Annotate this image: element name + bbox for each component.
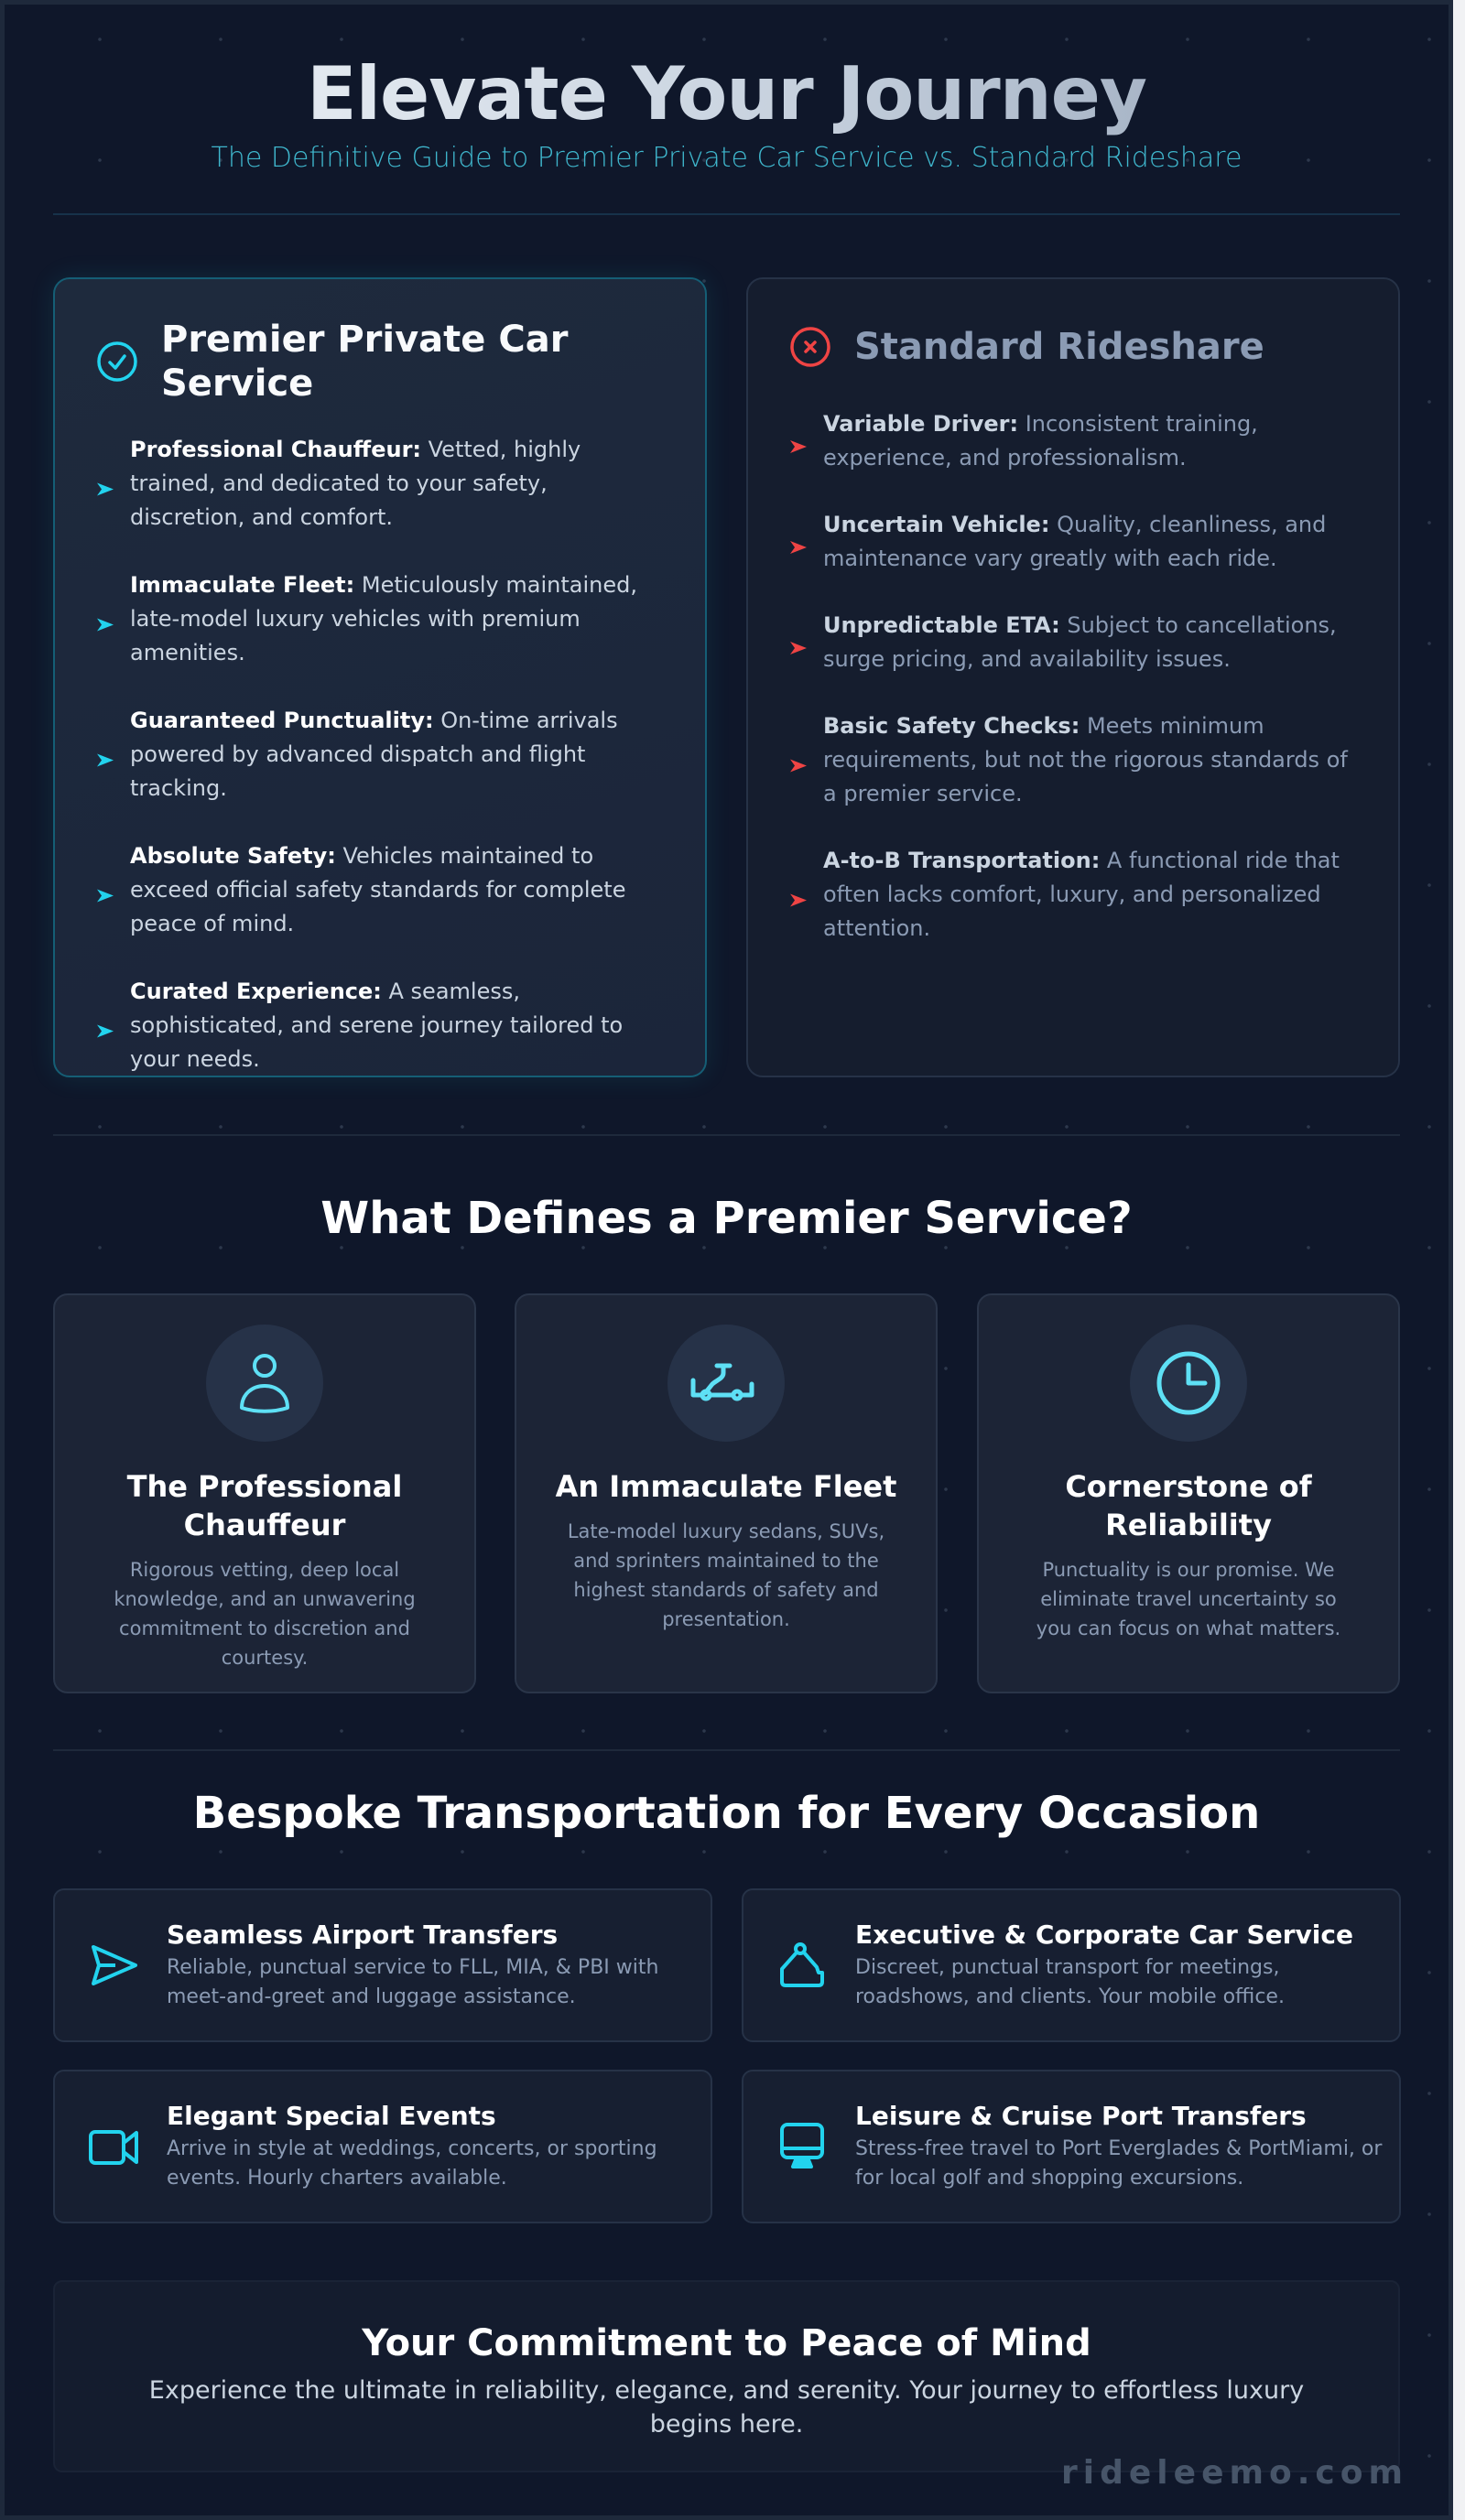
benefit-label: Absolute Safety:	[130, 843, 336, 869]
arrow-bullet-icon	[790, 893, 807, 907]
premier-benefits-list: Professional Chauffeur: Vetted, highly t…	[95, 433, 665, 1076]
arrow-bullet-icon	[790, 541, 807, 554]
list-item: Basic Safety Checks: Meets minimum requi…	[788, 709, 1358, 811]
list-item: Uncertain Vehicle: Quality, cleanliness,…	[788, 508, 1358, 576]
arrow-bullet-icon	[790, 440, 807, 453]
arrow-bullet-icon	[97, 1024, 114, 1038]
benefit-text: Meticulously maintained, late-model luxu…	[130, 572, 637, 665]
drawback-text: Subject to cancellations, surge pricing,…	[823, 612, 1337, 672]
feature-description: Punctuality is our promise. We eliminate…	[1036, 1559, 1341, 1639]
brand-watermark: rideleemo.com	[1061, 2454, 1408, 2492]
standard-title: Standard Rideshare	[854, 326, 1264, 368]
commitment-banner: Your Commitment to Peace of Mind Experie…	[53, 2280, 1400, 2472]
section-divider	[53, 1749, 1400, 1751]
benefit-text: On-time arrivals powered by advanced dis…	[130, 708, 618, 801]
service-card-corporate: Executive & Corporate Car Service Discre…	[742, 1888, 1401, 2042]
list-item: Variable Driver: Inconsistent training, …	[788, 407, 1358, 475]
section-divider	[53, 1134, 1400, 1136]
send-icon	[92, 1945, 137, 1985]
list-item: Absolute Safety: Vehicles maintained to …	[95, 839, 665, 941]
drawback-text: A functional ride that often lacks comfo…	[823, 848, 1340, 941]
commitment-text: Experience the ultimate in reliability, …	[148, 2376, 1305, 2439]
feature-title: Cornerstone of Reliability	[1065, 1469, 1312, 1542]
service-description: Stress-free travel to Port Everglades & …	[855, 2137, 1383, 2190]
benefit-text: Vetted, highly trained, and dedicated to…	[130, 437, 581, 530]
arrow-bullet-icon	[790, 759, 807, 773]
drawback-label: Uncertain Vehicle:	[823, 512, 1050, 537]
standard-drawbacks-list: Variable Driver: Inconsistent training, …	[788, 407, 1358, 946]
user-icon	[240, 1354, 289, 1413]
briefcase-icon	[780, 1942, 824, 1987]
video-icon	[89, 2130, 138, 2165]
clock-icon	[1156, 1351, 1221, 1415]
arrow-bullet-icon	[790, 642, 807, 654]
feature-description: Late-model luxury sedans, SUVs, and spri…	[567, 1520, 885, 1630]
drawback-text: Inconsistent training, experience, and p…	[823, 411, 1258, 470]
page-subtitle: The Definitive Guide to Premier Private …	[211, 142, 1243, 174]
feature-title: The Professional Chauffeur	[126, 1469, 403, 1542]
benefit-text: Vehicles maintained to exceed official s…	[130, 843, 626, 936]
list-item: A-to-B Transportation: A functional ride…	[788, 844, 1358, 946]
monitor-icon	[780, 2123, 824, 2168]
premier-service-card: Premier Private Car Service Professional…	[53, 277, 707, 1077]
service-title: Leisure & Cruise Port Transfers	[855, 2101, 1307, 2131]
list-item: Immaculate Fleet: Meticulously maintaine…	[95, 568, 665, 670]
feature-card-chauffeur: The Professional Chauffeur Rigorous vett…	[53, 1293, 476, 1693]
feature-card-fleet: An Immaculate Fleet Late-model luxury se…	[515, 1293, 938, 1693]
drawback-text: Meets minimum requirements, but not the …	[823, 713, 1348, 806]
service-card-events: Elegant Special Events Arrive in style a…	[53, 2070, 712, 2223]
service-description: Discreet, punctual transport for meeting…	[855, 1956, 1285, 2008]
check-circle-icon	[97, 341, 137, 382]
arrow-bullet-icon	[97, 753, 114, 767]
arrow-bullet-icon	[97, 889, 114, 903]
defines-section-title: What Defines a Premier Service?	[320, 1193, 1133, 1244]
commitment-title: Your Commitment to Peace of Mind	[362, 2322, 1091, 2364]
drawback-label: Unpredictable ETA:	[823, 612, 1060, 638]
drawback-label: A-to-B Transportation:	[823, 848, 1101, 873]
vehicle-icon	[690, 1363, 754, 1401]
list-item: Professional Chauffeur: Vetted, highly t…	[95, 433, 665, 535]
feature-title: An Immaculate Fleet	[555, 1469, 897, 1504]
arrow-bullet-icon	[97, 618, 114, 632]
service-title: Seamless Airport Transfers	[167, 1920, 559, 1950]
benefit-label: Curated Experience:	[130, 979, 382, 1004]
standard-rideshare-card: Standard Rideshare Variable Driver: Inco…	[746, 277, 1400, 1077]
list-item: Unpredictable ETA: Subject to cancellati…	[788, 609, 1358, 676]
premier-title: Premier Private Car Service	[161, 319, 569, 405]
x-circle-icon	[790, 327, 830, 367]
list-item: Curated Experience: A seamless, sophisti…	[95, 975, 665, 1076]
drawback-text: Quality, cleanliness, and maintenance va…	[823, 512, 1327, 571]
drawback-label: Variable Driver:	[823, 411, 1019, 437]
drawback-label: Basic Safety Checks:	[823, 713, 1080, 739]
benefit-label: Immaculate Fleet:	[130, 572, 355, 598]
header-divider	[53, 213, 1400, 215]
benefit-text: A seamless, sophisticated, and serene jo…	[130, 979, 624, 1072]
service-card-airport: Seamless Airport Transfers Reliable, pun…	[53, 1888, 712, 2042]
benefit-label: Guaranteed Punctuality:	[130, 708, 434, 733]
arrow-bullet-icon	[97, 482, 114, 496]
occasions-section-title: Bespoke Transportation for Every Occasio…	[192, 1788, 1261, 1839]
service-description: Reliable, punctual service to FLL, MIA, …	[167, 1956, 659, 2008]
feature-description: Rigorous vetting, deep local knowledge, …	[114, 1559, 416, 1669]
service-description: Arrive in style at weddings, concerts, o…	[167, 2137, 657, 2190]
benefit-label: Professional Chauffeur:	[130, 437, 421, 462]
list-item: Guaranteed Punctuality: On-time arrivals…	[95, 704, 665, 806]
page-title: Elevate Your Journey	[53, 50, 1400, 138]
feature-card-reliability: Cornerstone of Reliability Punctuality i…	[977, 1293, 1400, 1693]
service-title: Executive & Corporate Car Service	[855, 1920, 1353, 1950]
service-title: Elegant Special Events	[167, 2101, 496, 2131]
service-card-leisure: Leisure & Cruise Port Transfers Stress-f…	[742, 2070, 1401, 2223]
